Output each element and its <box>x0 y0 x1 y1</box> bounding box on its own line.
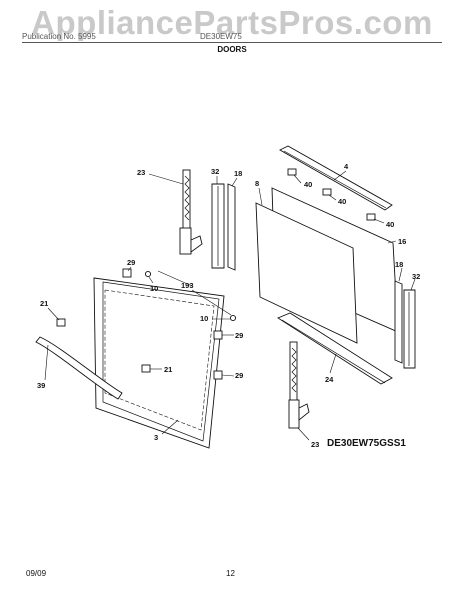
callout-39: 39 <box>37 381 45 390</box>
callout-10-b: 10 <box>200 314 208 323</box>
part-hinge-lower <box>288 341 310 429</box>
model-code: DE30EW75GSS1 <box>327 438 406 449</box>
part-handle-mount-right <box>141 364 151 373</box>
callout-10-a: 10 <box>150 284 158 293</box>
callout-193: 193 <box>181 281 194 290</box>
callout-32-a: 32 <box>211 167 219 176</box>
part-bracket-mid <box>213 330 223 340</box>
footer-page-number: 12 <box>226 569 235 578</box>
part-side-channel-lower <box>403 289 416 369</box>
header-rule <box>22 42 442 43</box>
publication-label: Publication No. 5995 <box>22 32 96 41</box>
leader-lines <box>44 170 416 441</box>
callout-labels: 4 40 40 40 16 8 32 18 23 29 10 193 21 10… <box>37 162 420 449</box>
callout-3: 3 <box>154 433 158 442</box>
part-door-outer-panel <box>93 277 225 449</box>
callout-18-a: 18 <box>234 169 242 178</box>
callout-8: 8 <box>255 179 259 188</box>
part-insulation-strip-lower <box>394 280 403 364</box>
part-bottom-trim <box>277 312 393 385</box>
callout-18-b: 18 <box>395 260 403 269</box>
part-outer-glass-pane <box>255 202 358 344</box>
callout-40-b: 40 <box>338 197 346 206</box>
part-door-handle <box>35 336 123 400</box>
callout-32-b: 32 <box>412 272 420 281</box>
footer-date: 09/09 <box>26 569 47 578</box>
callout-23-a: 23 <box>137 168 145 177</box>
callout-40-c: 40 <box>386 220 394 229</box>
part-bracket-top <box>122 268 132 278</box>
part-bracket-bottom <box>213 370 223 380</box>
callout-40-a: 40 <box>304 180 312 189</box>
callout-29-a: 29 <box>127 258 135 267</box>
callout-24: 24 <box>325 375 334 384</box>
watermark: AppliancePartsPros.com <box>31 4 433 41</box>
callout-4: 4 <box>344 162 349 171</box>
callout-16: 16 <box>398 237 406 246</box>
callout-29-c: 29 <box>235 371 243 380</box>
model-label: DE30EW75 <box>200 32 242 41</box>
part-screw-left <box>144 270 152 278</box>
callout-21-b: 21 <box>164 365 172 374</box>
part-handle-mount-left <box>56 318 66 327</box>
section-title: DOORS <box>217 45 247 54</box>
part-clips <box>287 168 376 221</box>
part-hinge-upper <box>179 169 203 255</box>
part-screw-right <box>229 314 237 322</box>
callout-29-b: 29 <box>235 331 243 340</box>
callout-23-b: 23 <box>311 440 319 449</box>
part-insulation-strip-upper <box>227 183 236 271</box>
callout-21-a: 21 <box>40 299 48 308</box>
